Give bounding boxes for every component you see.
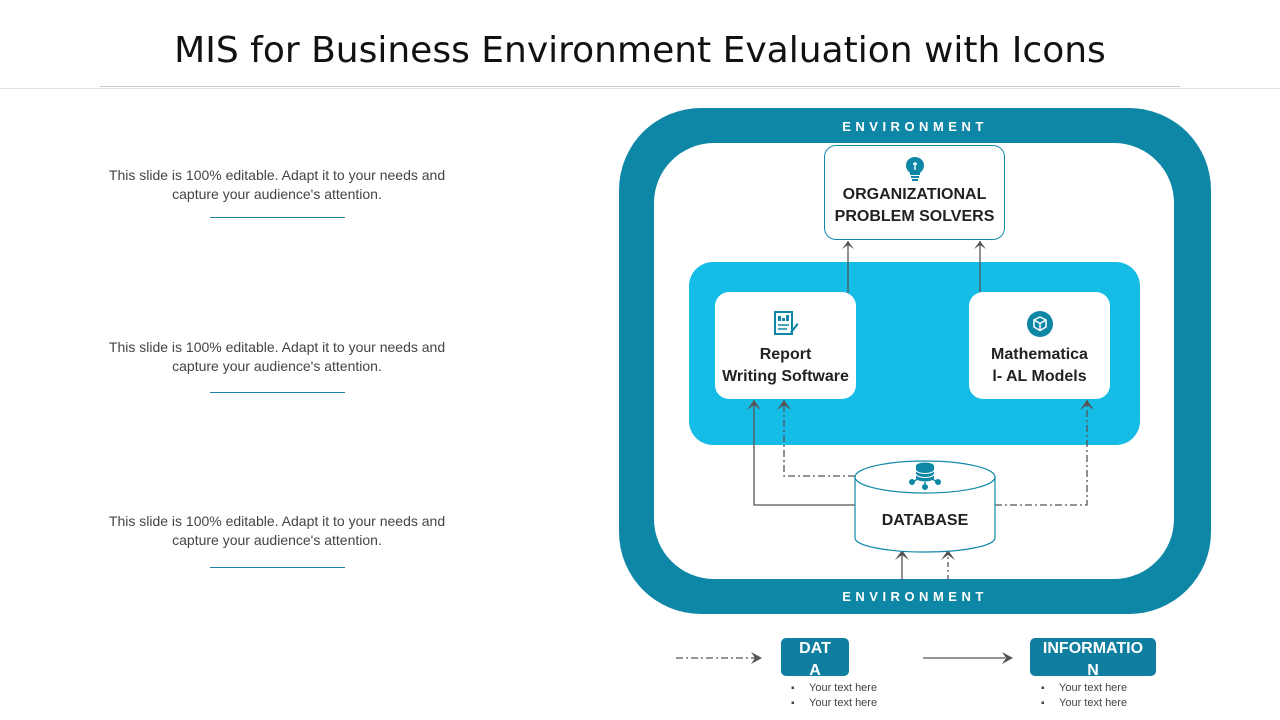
lightbulb-icon [903,156,927,182]
math-label-line2: l- AL Models [992,368,1087,385]
legend-data-bullets: Your text here Your text here [789,681,877,711]
note-2-underline [210,392,345,393]
org-problem-solvers-box: ORGANIZATIONAL PROBLEM SOLVERS [824,145,1005,240]
arrow-db-to-report-dashed [783,400,855,477]
cube-icon [1026,310,1054,338]
note-2: This slide is 100% editable. Adapt it to… [108,339,446,374]
note-3: This slide is 100% editable. Adapt it to… [108,513,446,548]
org-label-line1: ORGANIZATIONAL [842,186,987,203]
arrow-db-to-report-solid [753,400,855,506]
note-1-underline [210,217,345,218]
title-divider-light [0,88,1280,89]
report-label-line2: Writing Software [722,368,849,385]
database-network-icon [908,460,942,490]
note-1: This slide is 100% editable. Adapt it to… [108,167,446,202]
report-label-line1: Report [759,346,812,363]
legend-information-bullets: Your text here Your text here [1039,681,1127,711]
org-label-line2: PROBLEM SOLVERS [834,208,995,225]
legend-data-line1: DAT [799,640,831,657]
environment-label-top: ENVIRONMENT [842,119,988,134]
legend-information-bullet: Your text here [1039,696,1127,711]
page-title: MIS for Business Environment Evaluation … [174,30,1106,71]
title-divider [100,86,1180,87]
note-3-underline [210,567,345,568]
legend-data-bullet: Your text here [789,681,877,696]
legend-information-box: INFORMATIO N [1030,638,1156,676]
report-writing-software-card: Report Writing Software [715,292,856,399]
environment-label-bottom: ENVIRONMENT [842,589,988,604]
legend-information-line2: N [1087,662,1099,676]
report-document-icon [773,310,799,338]
legend-data-line2: A [809,662,821,676]
legend-data-bullet: Your text here [789,696,877,711]
legend-information-bullet: Your text here [1039,681,1127,696]
arrow-db-to-math-dashed [995,400,1088,506]
math-label-line1: Mathematica [991,346,1088,363]
database-label: DATABASE [881,512,969,529]
legend-information-line1: INFORMATIO [1042,640,1144,657]
mathematical-models-card: Mathematica l- AL Models [969,292,1110,399]
legend-data-box: DAT A [781,638,849,676]
